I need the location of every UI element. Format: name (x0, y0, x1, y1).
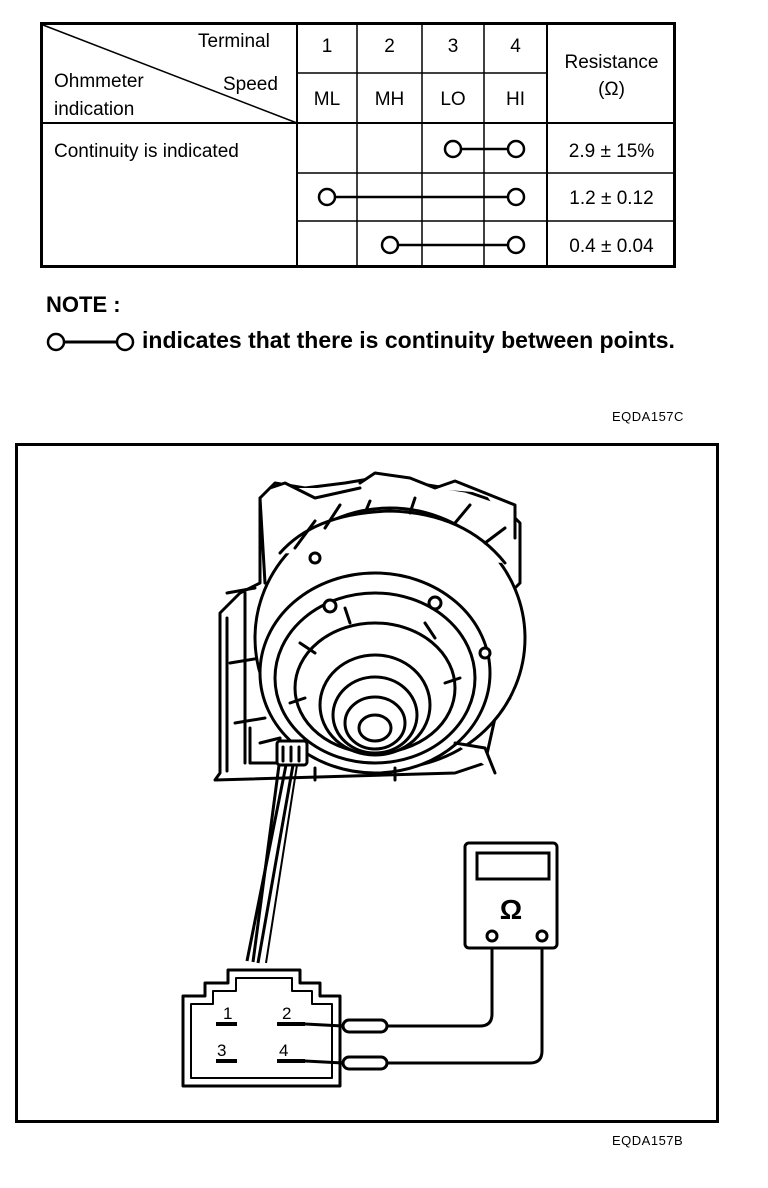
pin-3-label: 3 (217, 1041, 226, 1060)
resistance-unit: (Ω) (598, 79, 625, 100)
speed-lo: LO (440, 89, 466, 110)
header-ohmmeter: Ohmmeter (54, 71, 144, 92)
probe-tips (341, 1018, 389, 1071)
row-label-continuity: Continuity is indicated (54, 141, 239, 162)
speed-hi: HI (506, 89, 525, 110)
continuity-point-row-3-start (380, 235, 400, 255)
continuity-point-row-2-end (506, 187, 526, 207)
header-speed: Speed (223, 74, 278, 95)
connector-icon (181, 968, 342, 1088)
ohm-symbol: Ω (500, 894, 522, 925)
test-leads (303, 936, 544, 1065)
caption-bottom: EQDA157B (612, 1133, 684, 1148)
pin-2-label: 2 (282, 1004, 291, 1023)
terminal-1: 1 (321, 36, 333, 57)
blower-motor-test-illustration: 1 2 3 4 Ω (15, 443, 719, 1123)
note-text: indicates that there is continuity betwe… (142, 327, 675, 353)
continuity-point-row-2-start (317, 187, 337, 207)
speed-mh: MH (374, 89, 405, 110)
terminal-4: 4 (510, 36, 521, 57)
terminal-3: 3 (447, 36, 459, 57)
resistance-value-1: 2.9 ± 15% (568, 141, 655, 162)
wire-harness (245, 764, 298, 964)
continuity-symbol-icon (46, 332, 135, 352)
ohmmeter-icon (463, 841, 559, 950)
resistance-title: Resistance (564, 52, 659, 73)
continuity-point-row-1-start (443, 139, 463, 159)
note-title: NOTE : (46, 292, 121, 317)
pin-1-label: 1 (223, 1004, 232, 1023)
blower-motor-icon (213, 471, 527, 782)
table-grid (40, 22, 676, 268)
continuity-table: Terminal Speed Ohmmeter indication 1 2 3… (40, 22, 676, 268)
continuity-point-row-1-end (506, 139, 526, 159)
terminal-2: 2 (384, 36, 395, 57)
caption-top: EQDA157C (612, 409, 684, 424)
resistance-value-2: 1.2 ± 0.12 (569, 188, 654, 209)
resistance-value-3: 0.4 ± 0.04 (569, 236, 654, 257)
pin-4-label: 4 (279, 1041, 288, 1060)
continuity-point-row-3-end (506, 235, 526, 255)
speed-ml: ML (313, 89, 341, 110)
header-terminal: Terminal (198, 31, 270, 52)
connector-pins (216, 1022, 305, 1063)
header-indication: indication (54, 99, 135, 120)
